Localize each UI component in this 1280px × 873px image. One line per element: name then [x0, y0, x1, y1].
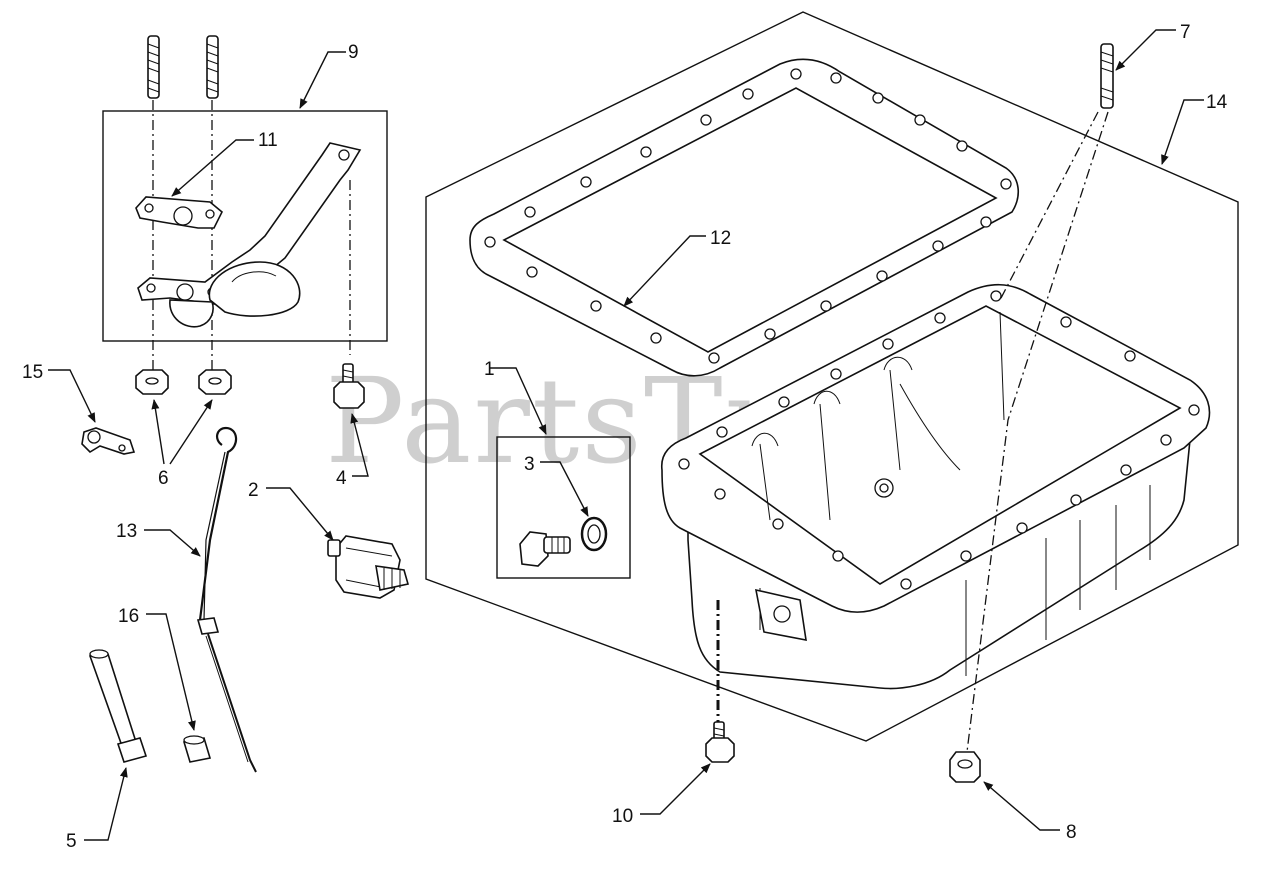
callout-6: 6 — [158, 468, 169, 489]
pickup-studs — [147, 35, 219, 370]
callout-3: 3 — [524, 454, 535, 475]
strainer-bell — [208, 261, 301, 317]
dipstick — [196, 426, 257, 773]
pan-bolt — [705, 721, 735, 763]
pan-nut — [949, 751, 981, 783]
dipstick-clip — [81, 427, 136, 455]
drain-plug-kit-box — [496, 436, 631, 579]
callout-12: 12 — [710, 228, 731, 249]
callout-11: 11 — [258, 130, 278, 151]
drain-plug-kit — [519, 516, 608, 567]
pan-flange-holes — [678, 290, 1200, 590]
callout-1: 1 — [484, 359, 495, 380]
nuts — [135, 369, 232, 395]
callout-7: 7 — [1180, 22, 1191, 43]
oil-pan — [661, 283, 1211, 690]
callout-10: 10 — [612, 806, 633, 827]
oil-pickup-assembly-box — [102, 110, 388, 342]
callout-2: 2 — [248, 480, 259, 501]
gasket-bolt-holes — [484, 68, 1012, 364]
callout-leaders — [48, 29, 1204, 841]
pickup-bolt — [333, 363, 365, 409]
strainer-cup — [169, 299, 214, 328]
oil-strainer — [135, 142, 362, 328]
callout-5: 5 — [66, 831, 77, 852]
pan-stud — [1100, 43, 1114, 109]
callout-15: 15 — [22, 362, 43, 383]
callout-9: 9 — [348, 42, 359, 63]
sleeve — [182, 735, 212, 763]
dipstick-tube — [89, 649, 148, 763]
oil-pan-assembly-boundary — [425, 11, 1239, 742]
callout-16: 16 — [118, 606, 139, 627]
callout-13: 13 — [116, 521, 137, 542]
callout-14: 14 — [1206, 92, 1228, 113]
callout-labels: 1 2 3 4 5 6 7 8 9 10 11 12 13 14 15 16 — [22, 22, 1228, 852]
pan-gasket — [469, 58, 1019, 377]
callout-4: 4 — [336, 468, 347, 489]
callout-8: 8 — [1066, 822, 1077, 843]
oil-pressure-switch — [327, 535, 410, 599]
